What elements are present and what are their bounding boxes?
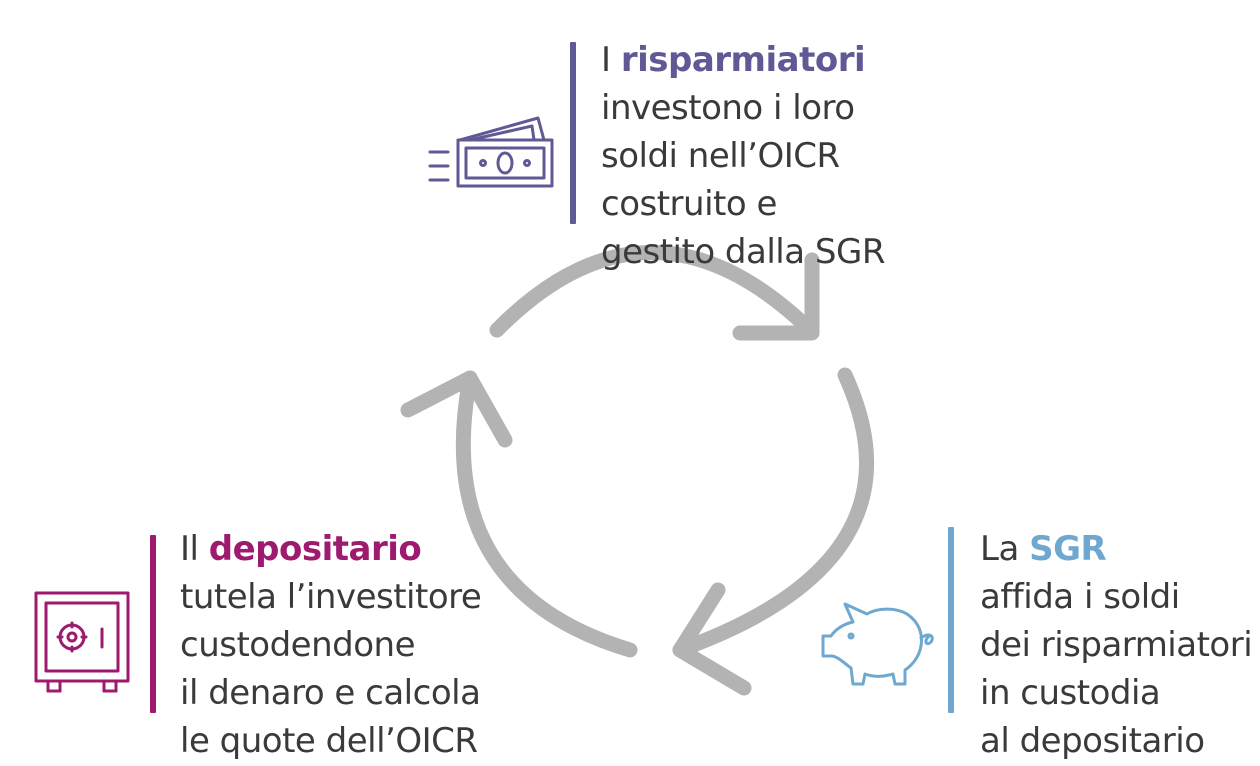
sgr-line: al depositario [980,721,1205,761]
risparmiatori-prefix: I [601,40,621,80]
sgr-line: in custodia [980,673,1161,713]
sgr-highlight: SGR [1029,529,1107,569]
risparmiatori-line: gestito dalla SGR [601,232,885,272]
depositario-line: le quote dell’OICR [180,721,478,761]
depositario-prefix: Il [180,529,209,569]
arrow-head-top [732,252,820,341]
sgr-text: La SGR affida i soldi dei risparmiatori … [980,525,1253,765]
risparmiatori-highlight: risparmiatori [620,40,866,80]
arrow-head-right [672,582,752,696]
risparmiatori-line: costruito e [601,184,777,224]
arrow-sgr-to-depositario [672,367,874,658]
sgr-prefix: La [980,529,1030,569]
depositario-bar [150,535,156,713]
sgr-line: affida i soldi [980,577,1180,617]
risparmiatori-line: investono i loro [601,88,855,128]
depositario-line: il denaro e calcola [180,673,481,713]
arrow-head-left [400,370,513,448]
risparmiatori-text: I risparmiatori investono i loro soldi n… [601,36,885,276]
depositario-line: tutela l’investitore [180,577,482,617]
safe-icon [34,591,130,693]
depositario-text: Il depositario tutela l’investitore cust… [180,525,482,765]
depositario-line: custodendone [180,625,416,665]
arrow-depositario-to-risparmiatori [455,370,638,658]
arrow-risparmiatori-to-sgr [489,245,818,338]
sgr-bar [948,527,954,713]
sgr-line: dei risparmiatori [980,625,1253,665]
risparmiatori-bar [570,42,576,224]
money-bills-icon [428,116,554,188]
risparmiatori-line: soldi nell’OICR [601,136,840,176]
depositario-highlight: depositario [208,529,422,569]
piggy-bank-icon [821,602,934,686]
